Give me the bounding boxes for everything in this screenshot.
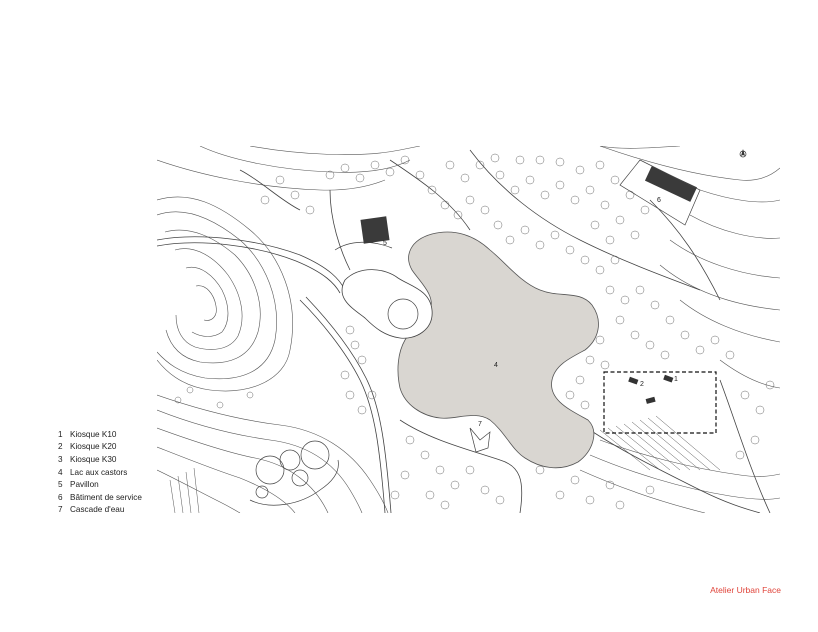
legend-label: Pavillon: [70, 480, 99, 490]
kiosk-k30: [645, 396, 656, 404]
legend-label: Kiosque K10: [70, 429, 117, 439]
service-building: [644, 166, 698, 202]
label-service: 6: [657, 197, 661, 204]
kiosk-zone-highlight: [603, 371, 717, 434]
legend-item: 3 Kiosque K30: [58, 453, 142, 466]
legend-number: 1: [58, 429, 63, 439]
legend-label: Cascade d'eau: [70, 505, 125, 515]
legend: 1 Kiosque K10 2 Kiosque K20 3 Kiosque K30 4…: [58, 428, 142, 516]
lake: [397, 231, 599, 469]
north-arrow-icon: [739, 149, 747, 158]
service-lot: [619, 159, 701, 226]
pavilion-curve: [334, 241, 393, 251]
legend-item: 6 Bâtiment de service: [58, 491, 142, 504]
legend-label: Kiosque K20: [70, 442, 117, 452]
label-k10: 1: [674, 376, 678, 383]
legend-number: 6: [58, 492, 63, 502]
legend-number: 2: [58, 442, 63, 452]
label-pavilion: 5: [383, 240, 387, 247]
legend-label: Kiosque K30: [70, 454, 117, 464]
paths: [157, 149, 771, 513]
legend-label: Bâtiment de service: [70, 492, 142, 502]
legend-number: 7: [58, 505, 63, 515]
label-cascade: 7: [478, 421, 482, 428]
legend-item: 2 Kiosque K20: [58, 441, 142, 454]
kiosk-k20: [628, 376, 639, 385]
terraces: [169, 415, 721, 513]
pavilion-building: [360, 216, 390, 244]
pavilion-pool: [387, 298, 419, 330]
legend-item: 4 Lac aux castors: [58, 466, 142, 479]
pavilion-pond: [341, 269, 433, 339]
credit: Atelier Urban Face: [710, 585, 781, 595]
label-lake: 4: [494, 362, 498, 369]
legend-item: 5 Pavillon: [58, 478, 142, 491]
legend-item: 7 Cascade d'eau: [58, 504, 142, 517]
legend-number: 4: [58, 467, 63, 477]
plaza: [249, 427, 491, 506]
tree-symbols: [174, 153, 775, 510]
legend-number: 5: [58, 480, 63, 490]
kiosk-k10: [663, 374, 674, 383]
legend-label: Lac aux castors: [70, 467, 128, 477]
label-k20: 2: [640, 381, 644, 388]
legend-number: 3: [58, 454, 63, 464]
contour-lines: [157, 146, 780, 513]
legend-item: 1 Kiosque K10: [58, 428, 142, 441]
